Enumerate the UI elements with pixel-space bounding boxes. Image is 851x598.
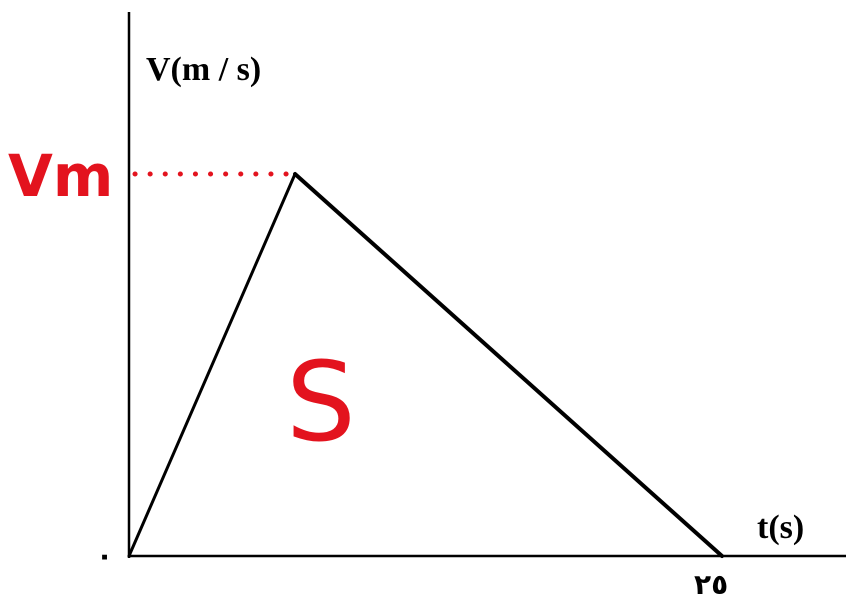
x-axis-label: t(s): [757, 509, 804, 546]
peak-velocity-label: Vm: [8, 142, 113, 210]
origin-tick-label: ٠: [96, 539, 113, 572]
y-axis-label: V(m / s): [146, 51, 261, 88]
area-label: S: [286, 338, 356, 466]
end-tick-label: ٢٥: [694, 568, 728, 598]
series-segment-0: [127, 172, 297, 558]
series-layer: [127, 172, 724, 558]
series-segment-1: [293, 172, 724, 558]
